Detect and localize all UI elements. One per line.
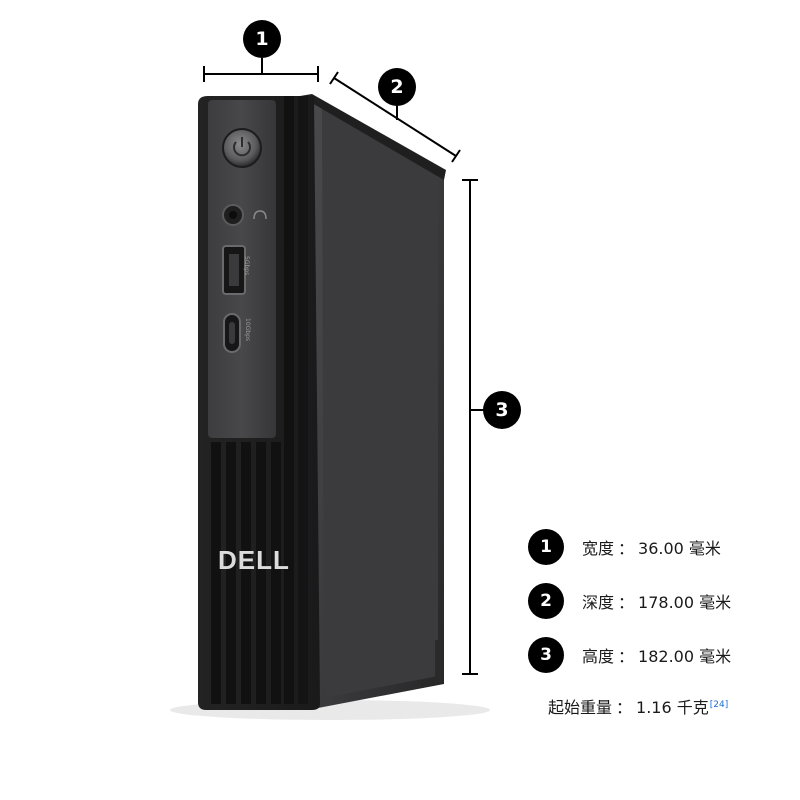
starting-weight: 起始重量：1.16 千克[24] bbox=[548, 698, 729, 717]
spec-marker: 3 bbox=[528, 637, 564, 673]
spec-label: 宽度 bbox=[582, 539, 615, 558]
height-callout-badge: 3 bbox=[483, 391, 521, 429]
depth-callout-number: 2 bbox=[390, 76, 404, 98]
headset-icon bbox=[253, 210, 267, 220]
spec-width: 1 宽度：36.00 毫米 bbox=[528, 528, 721, 566]
port-label-10gbps: 10Gbps bbox=[244, 318, 251, 342]
depth-dimension-line bbox=[329, 71, 461, 163]
power-symbol bbox=[233, 141, 251, 157]
spec-depth: 2 深度：178.00 毫米 bbox=[528, 582, 731, 620]
side-foot bbox=[435, 640, 443, 682]
spec-value: 182.00 毫米 bbox=[638, 647, 732, 666]
weight-label: 起始重量 bbox=[548, 698, 613, 717]
spec-text: 高度：182.00 毫米 bbox=[582, 647, 732, 666]
height-callout-number: 3 bbox=[495, 399, 509, 421]
spec-marker: 1 bbox=[528, 529, 564, 565]
width-callout-number: 1 bbox=[255, 28, 269, 50]
spec-height: 3 高度：182.00 毫米 bbox=[528, 636, 731, 674]
spec-label: 深度 bbox=[582, 593, 615, 612]
chassis-top-edge bbox=[300, 94, 446, 180]
front-vents bbox=[211, 96, 308, 704]
spec-marker: 2 bbox=[528, 583, 564, 619]
spec-value: 178.00 毫米 bbox=[638, 593, 732, 612]
port-label-5gbps: 5Gbps bbox=[243, 256, 250, 276]
spec-text: 宽度：36.00 毫米 bbox=[582, 539, 721, 558]
width-callout-badge: 1 bbox=[243, 20, 281, 58]
power-button-icon bbox=[222, 128, 262, 168]
depth-callout-badge: 2 bbox=[378, 68, 416, 106]
spec-text: 深度：178.00 毫米 bbox=[582, 593, 732, 612]
height-dimension-line bbox=[462, 179, 484, 675]
width-dimension-line bbox=[203, 58, 319, 82]
chassis-side-inner bbox=[322, 108, 438, 698]
spec-label: 高度 bbox=[582, 647, 615, 666]
weight-value: 1.16 千克 bbox=[636, 698, 709, 717]
weight-footnote-link[interactable]: [24] bbox=[709, 699, 729, 710]
dell-logo: DELL bbox=[218, 545, 290, 575]
spec-value: 36.00 毫米 bbox=[638, 539, 721, 558]
